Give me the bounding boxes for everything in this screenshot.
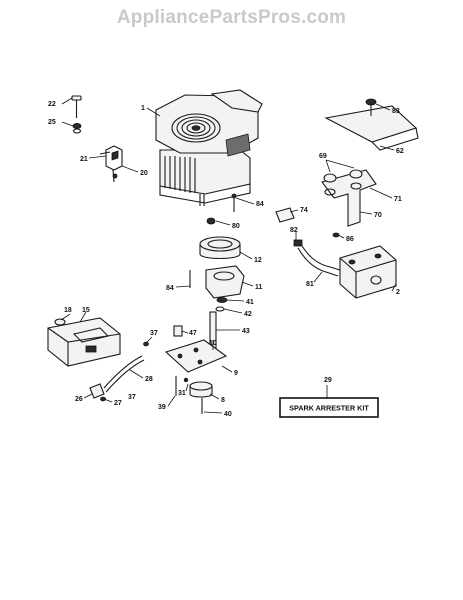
callout-80: 80 [232,223,240,230]
air-filter [47,317,121,367]
callout-82: 82 [290,227,298,234]
muffler-heat-shield [324,98,419,151]
callout-15: 15 [82,307,90,314]
callout-37-upper: 37 [150,330,158,337]
spark-arrester-kit-box [279,397,379,418]
callout-42: 42 [244,311,252,318]
callout-25: 25 [48,119,56,126]
callout-10: 10 [209,340,217,347]
muffler-bracket [321,169,377,227]
callout-21: 21 [80,156,88,163]
callout-labels: 1 22 25 21 20 83 62 69 71 70 84 74 80 82… [48,101,404,418]
callout-12: 12 [254,257,262,264]
callout-18: 18 [64,307,72,314]
site-watermark: AppliancePartsPros.com [116,7,347,28]
callout-20: 20 [140,170,148,177]
callout-40: 40 [224,411,232,418]
callout-84-upper: 84 [256,201,264,208]
callout-47: 47 [189,330,197,337]
engine-assembly [155,89,263,206]
callout-31: 31 [178,390,186,397]
spark-arrester-kit: SPARK ARRESTER KIT [279,385,379,418]
callout-74: 74 [300,207,308,214]
callout-26: 26 [75,396,83,403]
callout-37-lower: 37 [128,394,136,401]
dipstick-parts [71,95,82,134]
callout-leaders [60,97,397,414]
callout-83: 83 [392,108,400,115]
callout-84-lower: 84 [166,285,174,292]
pulley-stack [199,217,245,312]
callout-81: 81 [306,281,314,288]
callout-62: 62 [396,148,404,155]
callout-22: 22 [48,101,56,108]
callout-28: 28 [145,376,153,383]
callout-29: 29 [324,377,332,384]
callout-27: 27 [114,400,122,407]
callout-70: 70 [374,212,382,219]
blade-adapter [164,339,228,414]
callout-8: 8 [221,397,225,404]
fuel-line-parts [89,341,149,402]
callout-2: 2 [396,289,400,296]
exhaust-pipe-parts [231,193,341,277]
callout-1: 1 [141,105,145,112]
callout-43: 43 [242,328,250,335]
callout-39: 39 [158,404,166,411]
callout-9: 9 [234,370,238,377]
callout-11: 11 [255,284,263,291]
callout-86: 86 [346,236,354,243]
spark-arrester-kit-label: SPARK ARRESTER KIT [289,404,369,413]
throttle-bracket [99,145,123,183]
muffler [339,245,397,299]
callout-71: 71 [394,196,402,203]
callout-69: 69 [319,153,327,160]
callout-41: 41 [246,299,254,306]
